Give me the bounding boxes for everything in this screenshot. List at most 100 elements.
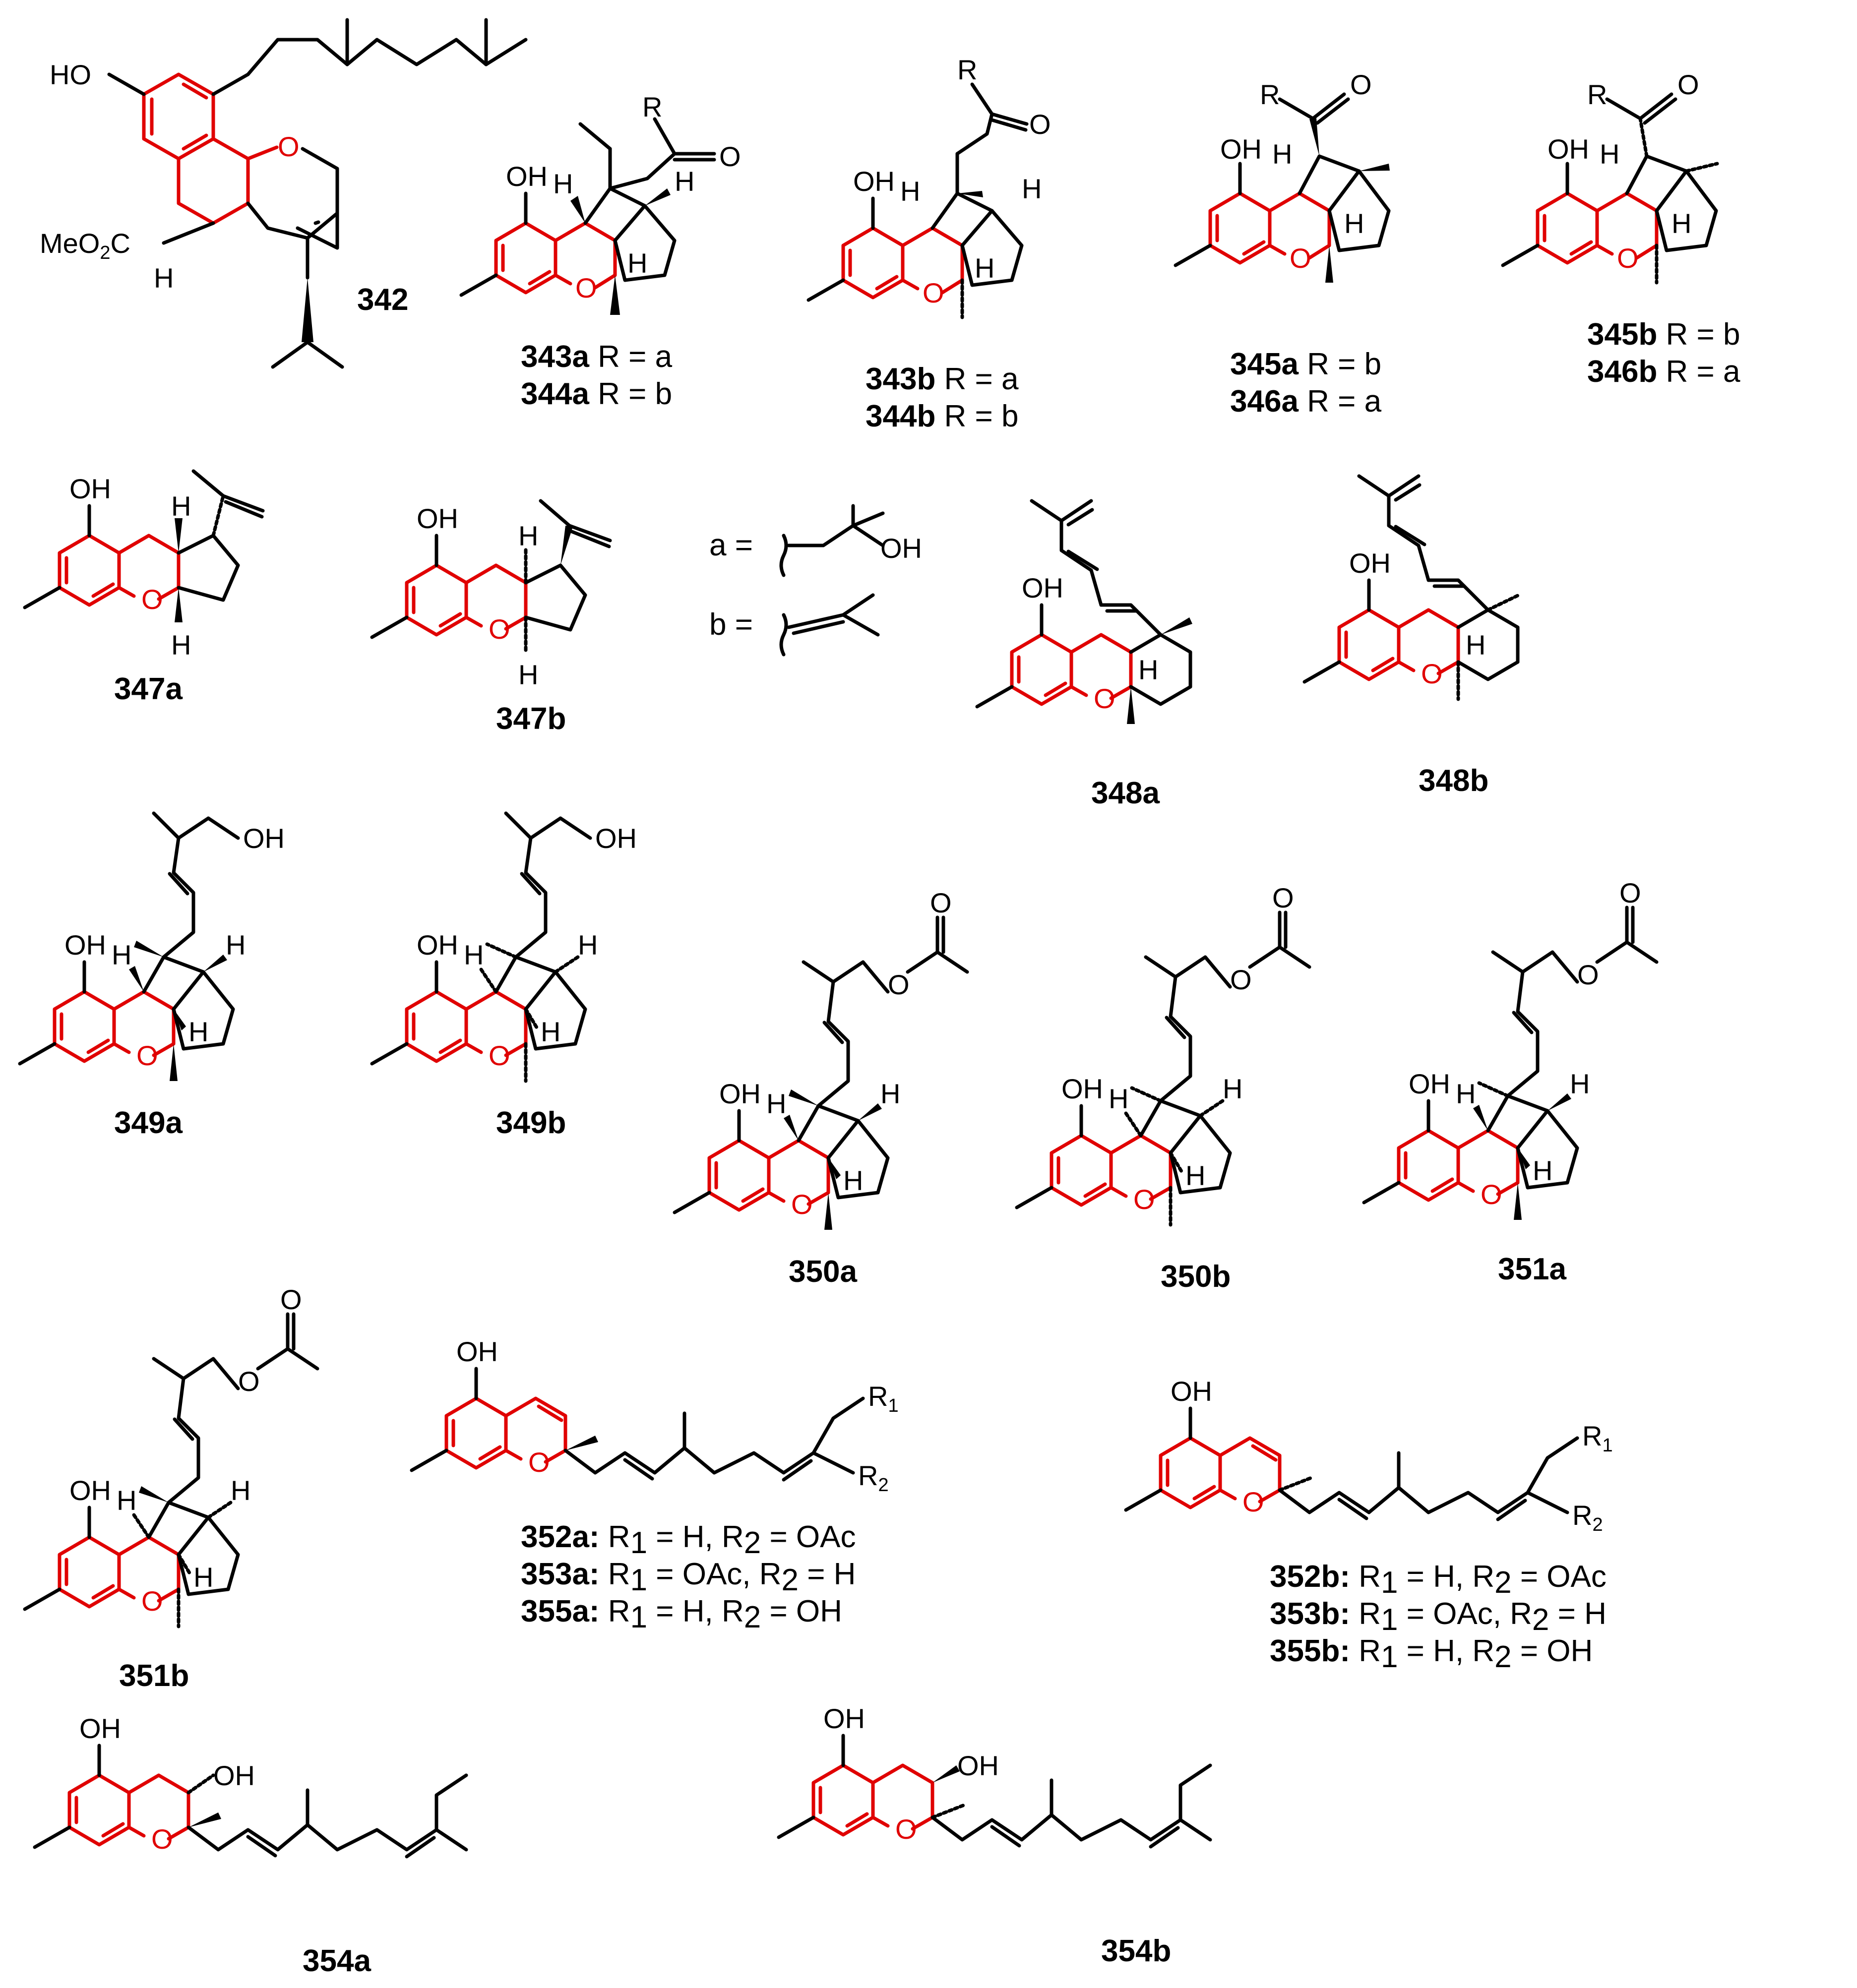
r-group-label: R — [957, 54, 977, 85]
compound-345a: OH H H O R O 345a R = b 346a R = a — [1174, 69, 1391, 419]
hydroxyl-label: HO — [50, 59, 91, 90]
h-label: H — [231, 1475, 250, 1506]
h-label: H — [1223, 1073, 1242, 1104]
r2-label: R2 — [1572, 1500, 1603, 1535]
substituent-caption: 355b: R1 = H, R2 = OH — [1270, 1634, 1593, 1674]
hydroxyl-label: OH — [243, 823, 285, 854]
substituent-caption: 352b: R1 = H, R2 = OAc — [1270, 1560, 1607, 1600]
compound-label: 349b — [496, 1106, 566, 1140]
carbonyl-oxygen-label: O — [1350, 69, 1372, 100]
compound-label: 350b — [1161, 1260, 1231, 1294]
carbonyl-oxygen-label: O — [280, 1284, 302, 1315]
hydroxyl-label: OH — [1548, 133, 1589, 165]
h-label: H — [880, 1078, 900, 1109]
carbonyl-oxygen-label: O — [1272, 882, 1294, 913]
compound-354b: OH OH O 354b — [777, 1703, 1212, 1968]
ring-oxygen-label: O — [489, 1040, 510, 1071]
substituent-caption: 352a: R1 = H, R2 = OAc — [521, 1520, 856, 1560]
compound-label: 351b — [119, 1659, 189, 1693]
hydroxyl-label: OH — [957, 1750, 999, 1781]
substituent-caption: 353b: R1 = OAc, R2 = H — [1270, 1597, 1607, 1637]
compound-caption: 343b R = a — [866, 362, 1019, 396]
compound-label: 348b — [1419, 764, 1488, 798]
hydroxyl-label: OH — [456, 1336, 498, 1367]
compound-label: 347b — [496, 702, 566, 736]
compound-349b: OH OH H H H O 349b — [370, 811, 637, 1140]
hydroxyl-label: OH — [79, 1713, 121, 1744]
ester-oxygen-label: O — [888, 969, 910, 1000]
ester-oxygen-label: O — [1230, 964, 1252, 995]
compound-label: 349a — [114, 1106, 183, 1140]
compound-352a: OH O R1 R2 352a: R1 = H, R2 = OAc 353a: … — [410, 1336, 899, 1634]
r-group-definitions: a = OH b = — [709, 504, 922, 657]
h-label: H — [553, 168, 573, 199]
h-label: H — [1109, 1083, 1128, 1114]
compound-343a: OH H H H O R O 343a R = a 344a R = b — [459, 91, 741, 411]
r1-label: R1 — [1582, 1420, 1613, 1456]
ring-oxygen-label: O — [278, 131, 300, 162]
ring-oxygen-label: O — [528, 1446, 550, 1478]
h-label: H — [112, 939, 131, 970]
hydroxyl-label: OH — [417, 929, 458, 961]
ring-oxygen-label: O — [575, 272, 597, 303]
compound-350a: O O OH H H H O 350a — [673, 887, 969, 1289]
hydroxyl-label: OH — [69, 1475, 111, 1506]
ring-oxygen-label: O — [791, 1189, 813, 1220]
h-label: H — [1138, 654, 1158, 685]
substituent-caption: 353a: R1 = OAc, R2 = H — [521, 1557, 856, 1597]
hydroxyl-label: OH — [1061, 1073, 1103, 1104]
compound-352b: OH O R1 R2 352b: R1 = H, R2 = OAc 353b: … — [1124, 1376, 1613, 1674]
h-label: H — [627, 247, 647, 279]
h-label: H — [578, 929, 598, 961]
compound-caption: 346b R = a — [1587, 355, 1740, 389]
ring-oxygen-label: O — [1617, 242, 1639, 274]
compound-caption: 345b R = b — [1587, 317, 1740, 352]
ring-oxygen-label: O — [141, 584, 163, 615]
compound-caption: 344b R = b — [866, 399, 1018, 433]
h-label: H — [1456, 1078, 1476, 1109]
h-label: H — [226, 929, 246, 961]
hydroxyl-label: OH — [823, 1703, 865, 1734]
hydroxyl-label: OH — [506, 161, 548, 192]
ring-oxygen-label: O — [151, 1823, 173, 1855]
h-label: H — [900, 176, 920, 207]
r-group-label: R — [1587, 79, 1607, 110]
carbonyl-oxygen-label: O — [930, 887, 952, 918]
ring-oxygen-label: O — [141, 1585, 163, 1617]
h-label: H — [171, 629, 191, 661]
h-label: H — [766, 1088, 786, 1119]
h-label: H — [188, 1016, 208, 1047]
ring-oxygen-label: O — [489, 613, 510, 645]
compound-label: 348a — [1091, 776, 1160, 810]
ring-oxygen-label: O — [895, 1813, 917, 1845]
h-label: H — [1570, 1068, 1590, 1099]
h-label: H — [193, 1562, 213, 1593]
ester-oxygen-label: O — [1577, 959, 1599, 990]
compound-caption: 343a R = a — [521, 340, 673, 374]
hydroxyl-label: OH — [417, 503, 458, 534]
hydroxyl-label: OH — [1220, 133, 1262, 165]
h-label: H — [1022, 173, 1042, 204]
carbonyl-oxygen-label: O — [1029, 109, 1051, 140]
hydroxyl-label: OH — [595, 823, 637, 854]
compound-label: 347a — [114, 672, 183, 706]
compound-label: 354a — [303, 1944, 371, 1978]
r-group-a-label: a = — [709, 528, 753, 562]
ring-oxygen-label: O — [136, 1040, 158, 1071]
h-label: H — [171, 490, 191, 522]
hydroxyl-label: OH — [1409, 1068, 1450, 1099]
ring-oxygen-label: O — [1242, 1486, 1264, 1517]
carbonyl-oxygen-label: O — [719, 141, 741, 172]
carbonyl-oxygen-label: O — [1677, 69, 1699, 100]
hydroxyl-label: OH — [1022, 572, 1063, 603]
carbonyl-oxygen-label: O — [1619, 877, 1641, 908]
compound-347b: OH H H O 347b — [370, 499, 612, 736]
compound-label: 354b — [1101, 1934, 1171, 1968]
h-label: H — [518, 520, 538, 551]
hydroxyl-label: OH — [213, 1760, 255, 1791]
r-group-label: R — [1260, 79, 1280, 110]
hydroxyl-label: OH — [64, 929, 106, 961]
h-label: H — [1671, 208, 1691, 239]
compound-label: 351a — [1498, 1252, 1566, 1286]
